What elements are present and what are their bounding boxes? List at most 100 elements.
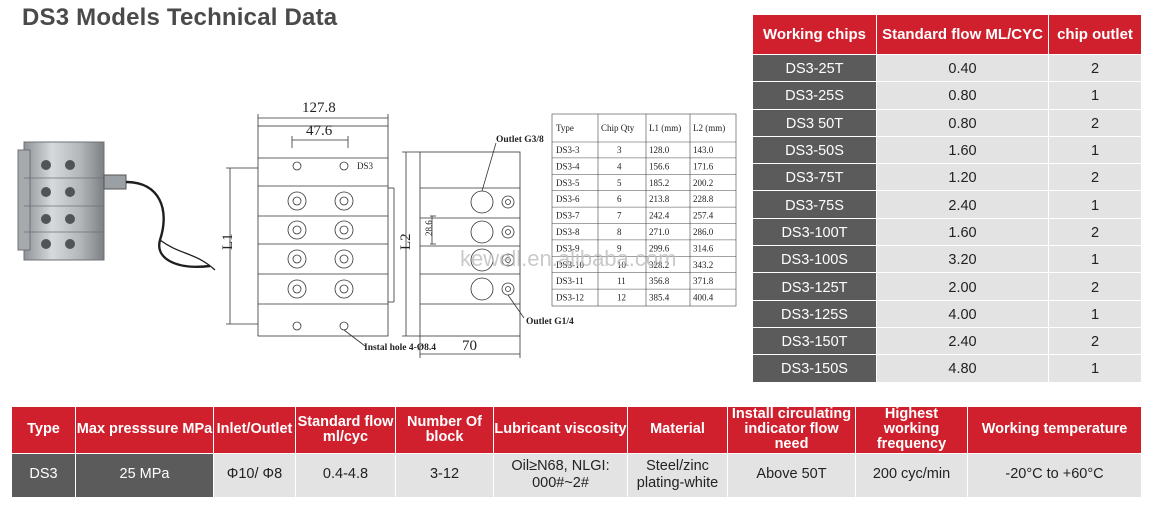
product-photo [17,141,216,271]
size-table-cell: DS3-6 [556,194,580,204]
size-table-cell: 156.6 [649,161,670,171]
chip-flow-cell: 2.00 [876,272,1049,301]
chip-flow-cell: 1.20 [876,163,1049,192]
spec-header: Material [627,406,728,454]
size-table-header: Type [556,123,574,133]
dim-depth: 70 [462,338,477,354]
size-table-cell: DS3-5 [556,178,580,188]
size-table-cell: 343.2 [693,260,713,270]
dim-pitch: 28.6 [424,220,434,236]
chips-table: Working chips Standard flow ML/CYC chip … [752,14,1142,383]
outlet-bottom-label: Outlet G1/4 [526,317,574,327]
chips-header-chip-outlet: chip outlet [1048,14,1142,55]
page-title: DS3 Models Technical Data [22,4,338,31]
chip-outlet-cell: 1 [1048,81,1142,110]
spec-header: Type [11,406,76,454]
size-table-cell: DS3-10 [556,260,585,270]
spec-value: Oil≥N68, NLGI: 000#~2# [493,452,628,498]
size-table-cell: 314.6 [693,243,714,253]
dim-width: 127.8 [302,100,336,116]
chip-outlet-cell: 1 [1048,299,1142,328]
spec-header: Lubricant viscosity [493,406,628,454]
chip-flow-cell: 0.80 [876,108,1049,137]
size-table-cell: 12 [617,293,626,303]
chip-flow-cell: 4.80 [876,354,1049,383]
spec-value: 3-12 [395,452,494,498]
chips-header-standard-flow: Standard flow ML/CYC [876,14,1049,55]
chip-flow-cell: 3.20 [876,245,1049,274]
chip-outlet-cell: 2 [1048,272,1142,301]
size-table-cell: DS3-11 [556,276,584,286]
chip-outlet-cell: 1 [1048,135,1142,165]
chip-outlet-cell: 1 [1048,354,1142,383]
chip-model-cell: DS3-150S [752,354,877,383]
size-table-cell: 371.8 [693,276,714,286]
chip-flow-cell: 2.40 [876,190,1049,219]
model-label: DS3 [357,161,374,171]
chip-model-cell: DS3-50S [752,135,877,165]
chip-model-cell: DS3-125T [752,272,877,301]
size-table-cell: 10 [617,260,627,270]
chip-model-cell: DS3-150T [752,326,877,356]
spec-header: Highest working frequency [855,406,968,454]
size-table-header: Chip Qty [601,123,635,133]
chip-model-cell: DS3-100S [752,245,877,274]
chip-outlet-cell: 2 [1048,163,1142,192]
spec-value: 200 cyc/min [855,452,968,498]
size-table-cell: DS3-8 [556,227,580,237]
size-table-cell: 385.4 [649,293,670,303]
size-table-cell: 8 [617,227,622,237]
size-table-cell: 200.2 [693,178,713,188]
size-table-cell: DS3-4 [556,161,580,171]
chip-model-cell: DS3-25S [752,81,877,110]
spec-value: 0.4-4.8 [295,452,396,498]
chip-model-cell: DS3-100T [752,217,877,247]
spec-value: 25 MPa [75,452,214,498]
spec-header: Standard flow ml/cyc [295,406,396,454]
size-table-cell: 356.8 [649,276,670,286]
spec-value: Steel/zinc plating-white [627,452,728,498]
watermark: kewell.en.alibaba.com [460,246,676,271]
spec-header: Inlet/Outlet [213,406,296,454]
size-table-header: L2 (mm) [693,123,725,133]
chips-header-working-chips: Working chips [752,14,877,55]
chip-flow-cell: 0.80 [876,81,1049,110]
spec-header: Working temperature [967,406,1142,454]
size-table-cell: 7 [617,211,622,221]
install-hole-label: Instal hole 4-Ø8.4 [364,343,436,353]
spec-value: Φ10/ Φ8 [213,452,296,498]
size-table-cell: 286.0 [693,227,714,237]
size-table-cell: 128.0 [649,145,670,155]
size-table-cell: 299.6 [649,243,670,253]
chip-flow-cell: 1.60 [876,135,1049,165]
chip-model-cell: DS3-125S [752,299,877,328]
size-table-cell: 257.4 [693,211,714,221]
size-table-cell: 11 [617,276,626,286]
dim-hole-spacing: 47.6 [306,123,333,139]
size-table-cell: 228.8 [693,194,714,204]
chip-flow-cell: 1.60 [876,217,1049,247]
size-table-cell: 400.4 [693,293,714,303]
chip-flow-cell: 4.00 [876,299,1049,328]
chip-flow-cell: 2.40 [876,326,1049,356]
size-table-cell: 271.0 [649,227,670,237]
chip-model-cell: DS3 50T [752,108,877,137]
size-table-cell: 328.2 [649,260,669,270]
size-table-cell: 242.4 [649,211,670,221]
chip-outlet-cell: 1 [1048,190,1142,219]
size-table-cell: 185.2 [649,178,669,188]
size-table-cell: DS3-12 [556,293,584,303]
size-table-header: L1 (mm) [649,123,681,133]
chip-outlet-cell: 1 [1048,245,1142,274]
